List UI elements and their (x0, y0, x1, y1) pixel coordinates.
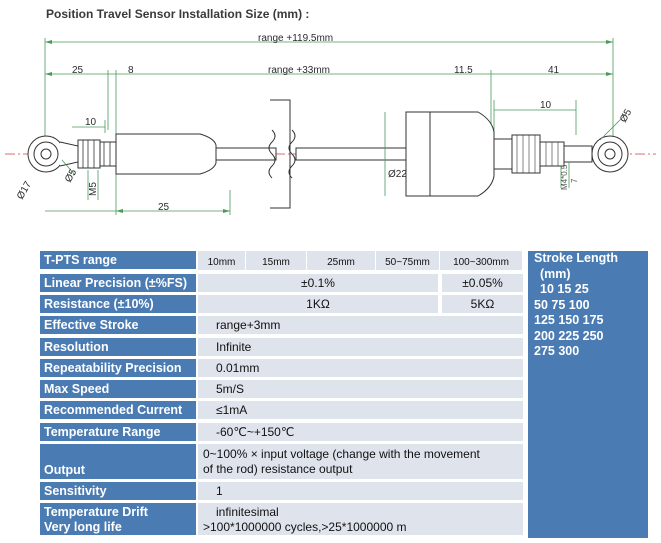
value-very-long-life: >100*1000000 cycles,>25*1000000 m (198, 519, 523, 536)
value-linear-precision-high: ±0.05% (440, 274, 523, 293)
value-resolution: Infinite (198, 338, 523, 357)
value-temperature-range: -60℃~+150℃ (198, 423, 523, 442)
stroke-length-panel: Stroke Length (mm) 10 15 25 50 75 100 12… (528, 251, 648, 538)
dim-8: 8 (128, 65, 134, 76)
value-resistance-low: 1KΩ (198, 295, 438, 314)
range-col-10: 10mm (198, 251, 246, 270)
range-col-50-75: 50~75mm (376, 251, 440, 270)
stroke-length-line: 50 75 100 (534, 297, 590, 312)
dim-d17: Ø17 (15, 179, 34, 201)
dim-d5-left: Ø5 (63, 167, 79, 184)
label-resolution: Resolution (40, 338, 196, 357)
dim-7: 7 (570, 178, 579, 183)
label-repeatability: Repeatability Precision (40, 359, 196, 378)
stroke-length-line: 275 300 (534, 344, 580, 358)
label-very-long-life: Very long life (40, 519, 196, 536)
dim-41: 41 (548, 65, 560, 76)
range-col-15: 15mm (246, 251, 307, 270)
dim-m5: M5 (88, 182, 99, 196)
page-title: Position Travel Sensor Installation Size… (46, 7, 310, 21)
dim-10-right: 10 (540, 100, 552, 111)
dim-range-total: range +119.5mm (258, 33, 333, 44)
dim-25-top: 25 (72, 65, 84, 76)
value-repeatability: 0.01mm (198, 359, 523, 378)
dim-25-bottom: 25 (158, 202, 170, 213)
label-sensitivity: Sensitivity (40, 482, 196, 501)
stroke-length-line: 125 150 175 (534, 313, 604, 327)
header-label: T-PTS range (40, 251, 196, 270)
range-col-100-300: 100~300mm (440, 251, 523, 270)
dim-10-left: 10 (85, 117, 97, 128)
value-output: 0~100% × input voltage (change with the … (198, 444, 523, 480)
value-sensitivity: 1 (198, 482, 523, 501)
stroke-length-title: Stroke Length (534, 251, 619, 265)
value-max-speed: 5m/S (198, 380, 523, 399)
value-output-line2: of the rod) resistance output (203, 462, 353, 476)
value-output-line1: 0~100% × input voltage (change with the … (203, 447, 480, 461)
stroke-length-unit: (mm) (540, 266, 571, 281)
label-temperature-range: Temperature Range (40, 423, 196, 442)
value-effective-stroke: range+3mm (198, 316, 523, 335)
label-output: Output (40, 444, 196, 480)
stroke-length-line: 200 225 250 (534, 328, 604, 343)
label-resistance: Resistance (±10%) (40, 295, 196, 314)
dim-range-inner: range +33mm (268, 65, 330, 76)
value-linear-precision-low: ±0.1% (198, 274, 438, 293)
dim-11-5: 11.5 (454, 65, 473, 76)
installation-drawing: range +119.5mm range +33mm 25 8 11.5 41 … (5, 33, 656, 215)
stroke-length-line: 10 15 25 (540, 282, 589, 296)
dim-m4x0-5: M4*0.5 (560, 164, 569, 190)
label-effective-stroke: Effective Stroke (40, 316, 196, 335)
label-recommended-current: Recommended Current (40, 401, 196, 420)
label-linear-precision: Linear Precision (±%FS) (40, 274, 196, 293)
range-col-25: 25mm (307, 251, 376, 270)
dim-d22: Ø22 (388, 169, 407, 180)
value-resistance-high: 5KΩ (440, 295, 523, 314)
dim-d5-right: Ø5 (618, 107, 634, 124)
value-recommended-current: ≤1mA (198, 401, 523, 420)
label-max-speed: Max Speed (40, 380, 196, 399)
